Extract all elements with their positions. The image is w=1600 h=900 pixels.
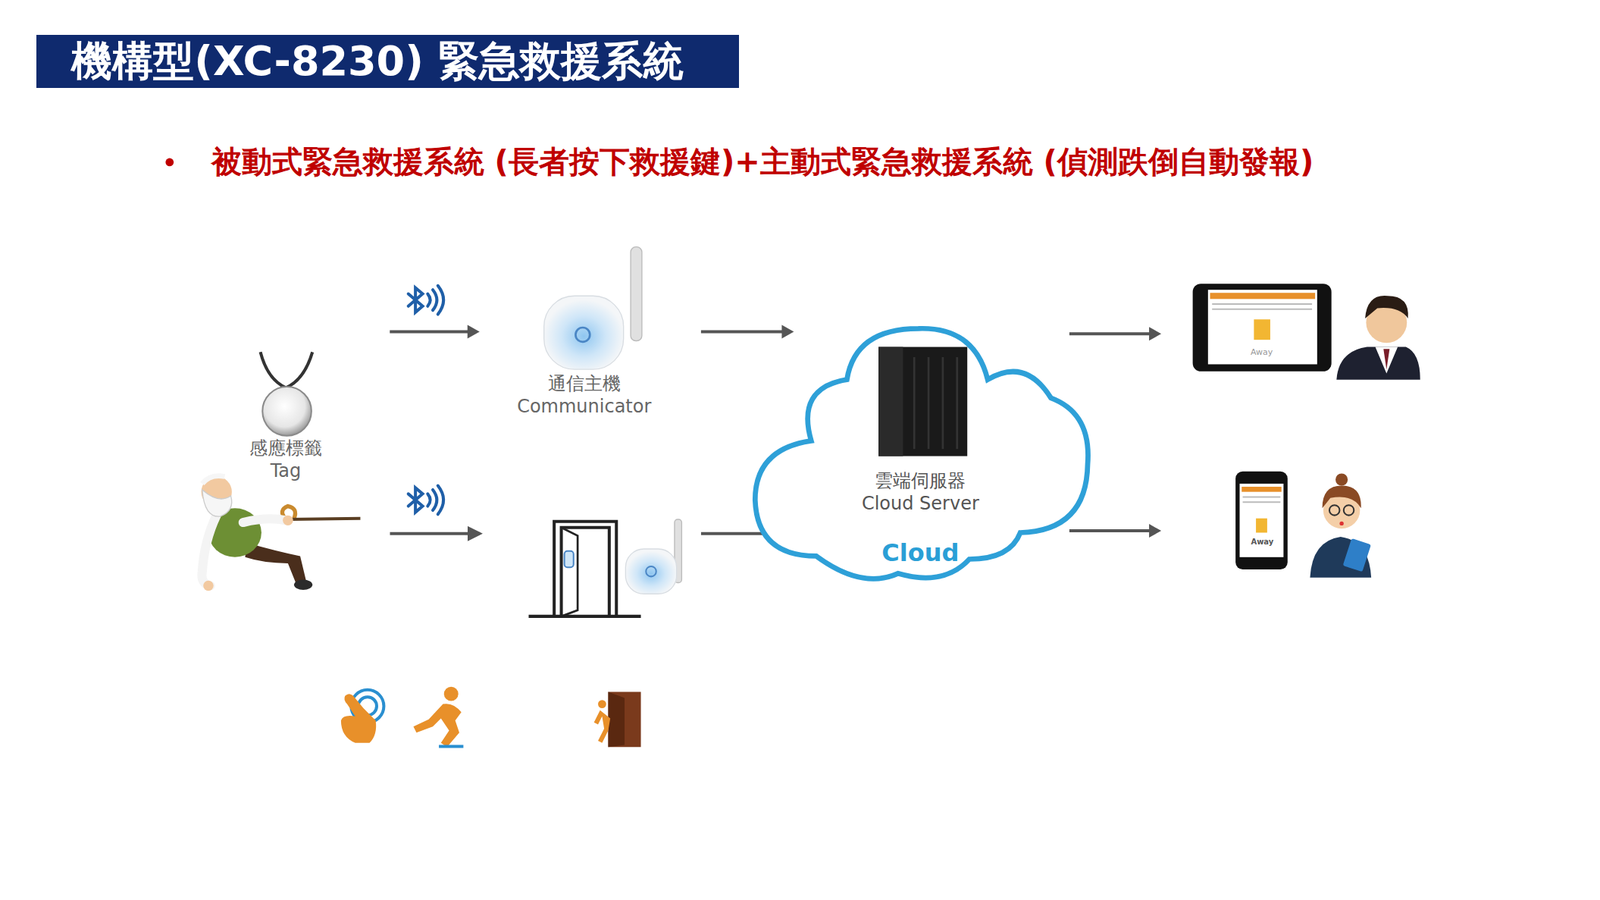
phone-node: Away bbox=[1234, 471, 1291, 570]
exit-door-icon bbox=[594, 691, 642, 747]
node-label: Away bbox=[1250, 537, 1274, 548]
node-label: 雲端伺服器 bbox=[874, 469, 966, 492]
node-label: 通信主機 bbox=[547, 372, 621, 395]
bluetooth-icon bbox=[408, 285, 444, 315]
fall-icon bbox=[413, 686, 464, 749]
title-band: 機構型(XC-8230) 緊急救援系統 bbox=[36, 34, 739, 88]
tag-node: 感應標籤Tag bbox=[203, 295, 367, 500]
tablet bbox=[1192, 283, 1332, 372]
flow-arrow bbox=[389, 325, 480, 339]
elderly-man bbox=[201, 475, 361, 592]
cloud-server-node: 雲端伺服器Cloud ServerCloud bbox=[806, 324, 1036, 592]
node-label: Cloud bbox=[881, 537, 959, 568]
button-press-icon bbox=[341, 689, 385, 743]
node-label: Tag bbox=[270, 459, 302, 483]
door bbox=[529, 521, 642, 617]
title-text: 機構型(XC-8230) 緊急救援系統 bbox=[71, 40, 683, 82]
communicator-device bbox=[544, 247, 642, 370]
signal-arrow bbox=[389, 532, 480, 536]
node-label: Away bbox=[1250, 347, 1273, 358]
node-label: Communicator bbox=[516, 394, 652, 418]
bullet-text: 被動式緊急救援系統 (長者按下救援鍵)+主動式緊急救援系統 (偵測跌倒自動發報) bbox=[211, 142, 1315, 181]
phone bbox=[1235, 471, 1288, 570]
bullet-dot bbox=[165, 158, 174, 167]
communicator-device bbox=[625, 519, 682, 594]
flow-arrow bbox=[701, 325, 795, 339]
nurse-person bbox=[1309, 472, 1372, 577]
tablet-node: Away bbox=[1191, 283, 1331, 373]
bluetooth-icon bbox=[408, 485, 444, 515]
node-label: Cloud Server bbox=[861, 491, 980, 515]
manager-person bbox=[1336, 295, 1420, 380]
cloud-outline bbox=[754, 328, 1088, 579]
pendant-tag bbox=[260, 351, 314, 436]
node-label: 感應標籤 bbox=[249, 436, 323, 460]
flow-arrow bbox=[1069, 523, 1162, 538]
communicator-node: 通信主機Communicator bbox=[489, 239, 679, 423]
server-tower bbox=[878, 347, 968, 457]
flow-arrow bbox=[1069, 326, 1162, 341]
